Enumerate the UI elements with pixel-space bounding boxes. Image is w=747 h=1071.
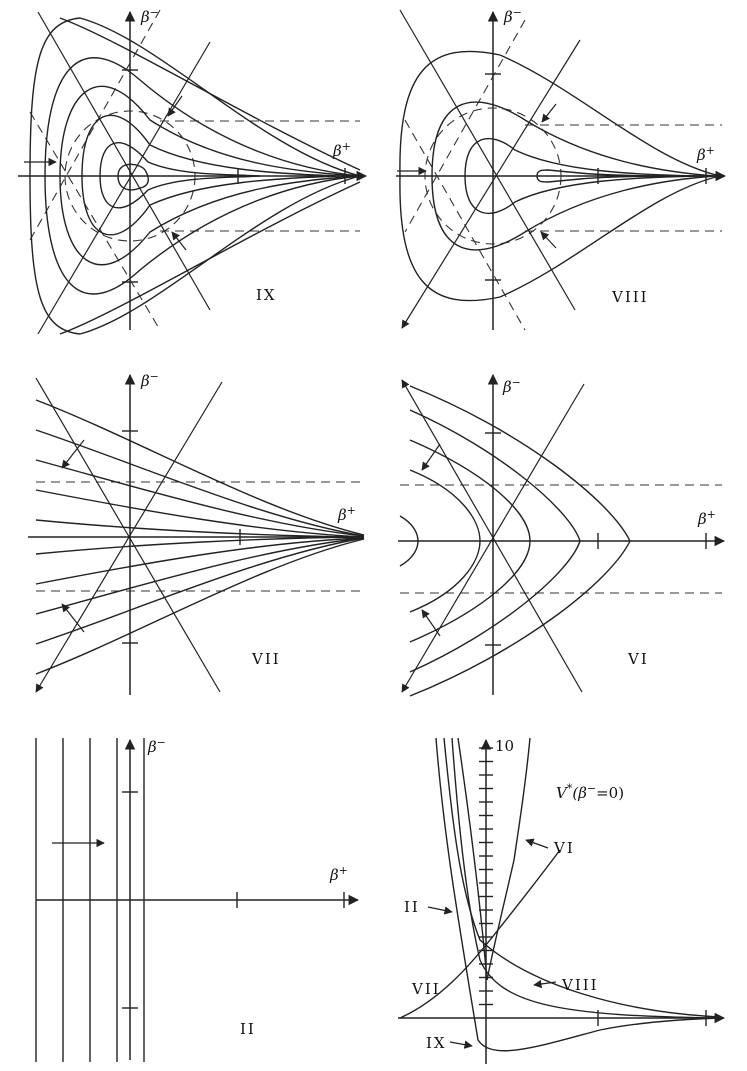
vi-beta-minus-label: β− (502, 376, 521, 396)
ii-beta-plus-label: β+ (329, 864, 348, 884)
potential-curves (399, 737, 721, 1052)
viii-equipotential-curves (399, 50, 721, 302)
ii-panel-label: II (240, 1020, 256, 1038)
vii-panel-label: VII (251, 650, 281, 668)
vi-equipotential-curves (399, 385, 631, 697)
panel-potential: 10 V*(β−=0) VI II VIII VII IX (398, 737, 726, 1064)
potential-curve-vi-left (457, 737, 488, 981)
ix-beta-plus-label: β+ (332, 140, 351, 160)
potential-top-tick-label: 10 (495, 737, 514, 755)
viii-beta-minus-label: β− (503, 6, 522, 26)
ix-equipotential-curves (29, 17, 361, 335)
potential-axis-ticks (479, 747, 493, 1006)
ii-beta-minus-label: β− (147, 736, 166, 756)
vi-panel-label: VI (627, 650, 649, 668)
panel-ii: β− β+ II (35, 736, 360, 1062)
ii-equipotential-lines (35, 738, 145, 1062)
potential-curve-vi (486, 737, 531, 981)
vii-beta-minus-label: β− (140, 370, 159, 390)
potential-curve-ix (435, 737, 721, 1052)
vii-equipotential-curves (35, 399, 365, 675)
ix-beta-minus-label: β− (140, 6, 159, 26)
panel-vi: β− β+ VI (398, 373, 726, 697)
panel-viii: β− β+ VIII (396, 6, 727, 331)
viii-panel-label: VIII (611, 288, 649, 306)
ix-panel-label: IX (256, 286, 277, 304)
potential-label-viii: VIII (561, 976, 599, 994)
panel-ix: β− β+ IX (18, 6, 368, 335)
potential-label-vi: VI (553, 839, 575, 857)
potential-label-ix: IX (426, 1034, 447, 1052)
potential-label-vii: VII (411, 980, 441, 998)
potential-label-ii: II (404, 898, 420, 916)
potential-curve-viii (443, 737, 721, 1018)
vi-beta-plus-label: β+ (697, 508, 716, 528)
potential-curve-ii (451, 737, 721, 1019)
vii-beta-plus-label: β+ (337, 504, 356, 524)
potential-title: V*(β−=0) (556, 782, 624, 802)
viii-beta-plus-label: β+ (696, 144, 715, 164)
panel-vii: β− β+ VII (28, 370, 365, 695)
potential-curve-vii (399, 849, 561, 1019)
